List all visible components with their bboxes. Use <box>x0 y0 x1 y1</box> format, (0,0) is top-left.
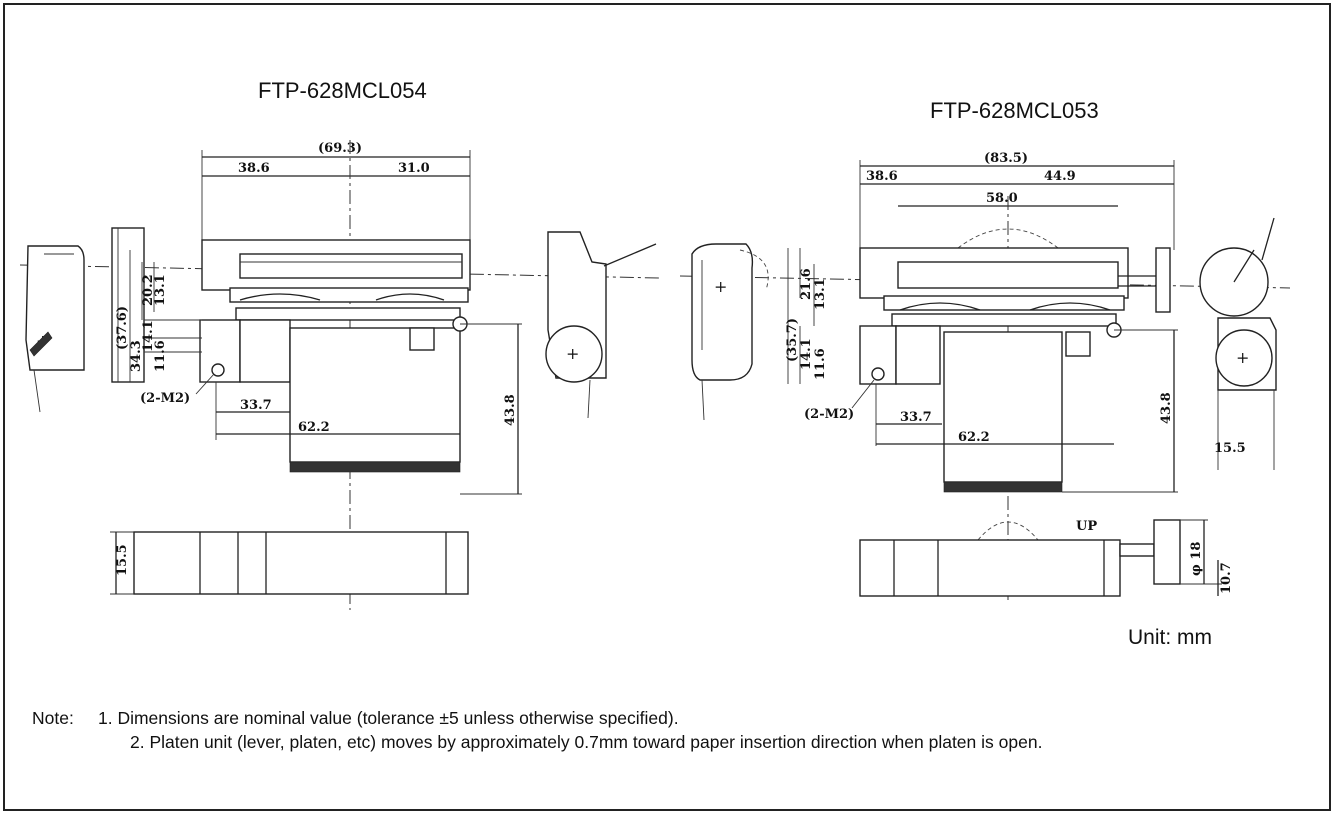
dim-right-width-left: 31.0 <box>398 161 430 176</box>
dim-height-b-right: 13.1 <box>813 278 828 310</box>
dim-height-c-right: 14.1 <box>799 338 814 370</box>
dim-bottom-height-left: 15.5 <box>115 544 130 576</box>
dim-depth-right: 43.8 <box>1159 392 1174 424</box>
dim-diameter-right: φ 18 <box>1189 542 1204 576</box>
svg-text:+: + <box>566 344 579 363</box>
dim-right-width-right: 44.9 <box>1044 169 1076 184</box>
dim-width-b-left: 62.2 <box>298 420 330 435</box>
dim-left-width-left: 38.6 <box>238 161 270 176</box>
dim-height-b-left: 20.2 <box>141 274 156 306</box>
dim-width-a-left: 33.7 <box>240 398 272 413</box>
dim-overall-width-right: (83.5) <box>984 151 1028 166</box>
right-model-drawing: (83.5) 38.6 44.9 58.0 (35.7) 21.6 13.1 1… <box>679 151 1291 600</box>
label-up-right: UP <box>1076 519 1097 534</box>
dim-screw-left: (2-M2) <box>140 391 190 406</box>
note-item-1: 1. Dimensions are nominal value (toleran… <box>98 708 679 728</box>
dim-width-b-right: 62.2 <box>958 430 990 445</box>
dim-width-a-right: 33.7 <box>900 410 932 425</box>
dim-height-e-left: 11.6 <box>153 340 168 372</box>
dim-height-a-left: 34.3 <box>129 340 144 372</box>
dim-height-a-right: 21.6 <box>799 268 814 300</box>
unit-label: Unit: mm <box>1128 626 1212 649</box>
dim-offset-right: 10.7 <box>1219 562 1234 594</box>
dim-height-d-left: 14.1 <box>141 320 156 352</box>
note-item-2: 2. Platen unit (lever, platen, etc) move… <box>130 732 1043 752</box>
svg-text:+: + <box>714 277 727 296</box>
dim-screw-right: (2-M2) <box>804 407 854 422</box>
dim-inner-width-right: 58.0 <box>986 191 1018 206</box>
dim-height-c-left: 13.1 <box>153 274 168 306</box>
left-model-drawing: (69.3) 38.6 31.0 (37.6) 34.3 20.2 13.1 <box>19 140 661 610</box>
dim-height-d-right: 11.6 <box>813 348 828 380</box>
dim-overall-width-left: (69.3) <box>318 141 362 156</box>
dim-left-width-right: 38.6 <box>866 169 898 184</box>
dim-height-overall-right: (35.7) <box>785 318 800 362</box>
note-label: Note: <box>32 708 74 728</box>
model-title-right: FTP-628MCL053 <box>930 98 1099 123</box>
model-title-left: FTP-628MCL054 <box>258 78 427 103</box>
svg-text:+: + <box>1236 348 1249 367</box>
drawing-frame <box>3 3 1331 811</box>
dim-side-height-right: 15.5 <box>1214 441 1246 456</box>
dim-depth-left: 43.8 <box>503 394 518 426</box>
dim-height-overall-left: (37.6) <box>115 306 130 350</box>
